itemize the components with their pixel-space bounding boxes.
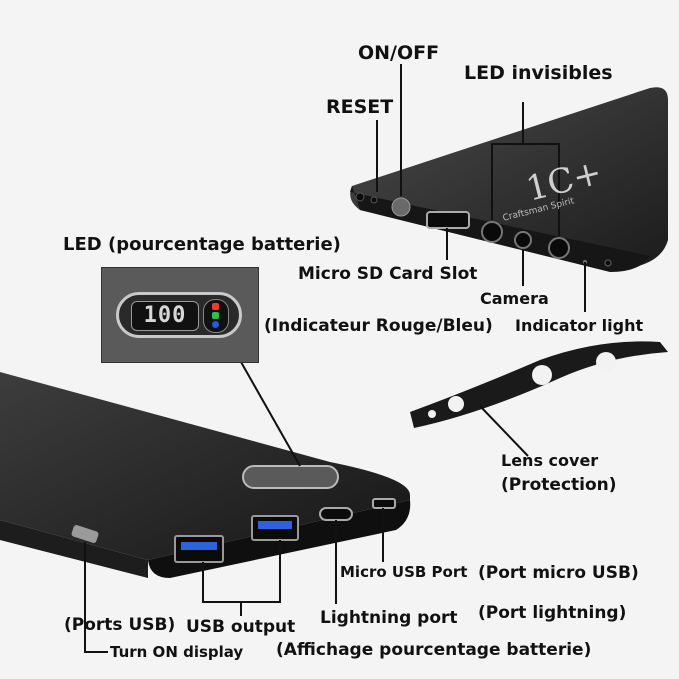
top-device xyxy=(350,87,668,272)
led-pill: 100 xyxy=(116,292,242,338)
label-indicator-light: Indicator light xyxy=(515,316,644,335)
red-led-icon xyxy=(212,303,219,310)
led-digits: 100 xyxy=(131,301,199,331)
lens-cover-shape xyxy=(410,341,668,428)
label-protection: (Protection) xyxy=(501,475,617,495)
callout-lines xyxy=(84,64,586,653)
label-led-invisibles: LED invisibles xyxy=(464,62,613,84)
label-micro-usb-port: Micro USB Port xyxy=(340,563,468,581)
label-led-pourcentage: LED (pourcentage batterie) xyxy=(63,234,341,255)
label-usb-output: USB output xyxy=(186,617,296,637)
micro-sd-slot xyxy=(426,211,470,229)
label-ports-usb: (Ports USB) xyxy=(64,615,176,635)
label-port-micro-usb: (Port micro USB) xyxy=(478,563,639,583)
led-indicator-strip xyxy=(203,299,229,333)
label-lightning-port: Lightning port xyxy=(320,608,458,628)
label-indicateur: (Indicateur Rouge/Bleu) xyxy=(264,316,493,336)
led-display-inset: 100 xyxy=(101,267,259,363)
reset-hole xyxy=(355,192,365,202)
bottom-device xyxy=(0,372,411,578)
blue-led-icon xyxy=(212,321,219,328)
green-led-icon xyxy=(212,312,219,319)
on-off-button xyxy=(391,197,411,217)
label-affichage: (Affichage pourcentage batterie) xyxy=(276,640,592,660)
label-port-lightning: (Port lightning) xyxy=(478,603,627,623)
label-camera: Camera xyxy=(480,289,549,308)
label-micro-sd: Micro SD Card Slot xyxy=(298,264,478,284)
label-on-off: ON/OFF xyxy=(358,42,440,64)
label-reset: RESET xyxy=(326,96,394,118)
label-turn-on-display: Turn ON display xyxy=(110,643,244,661)
label-lens-cover: Lens cover xyxy=(501,451,599,470)
